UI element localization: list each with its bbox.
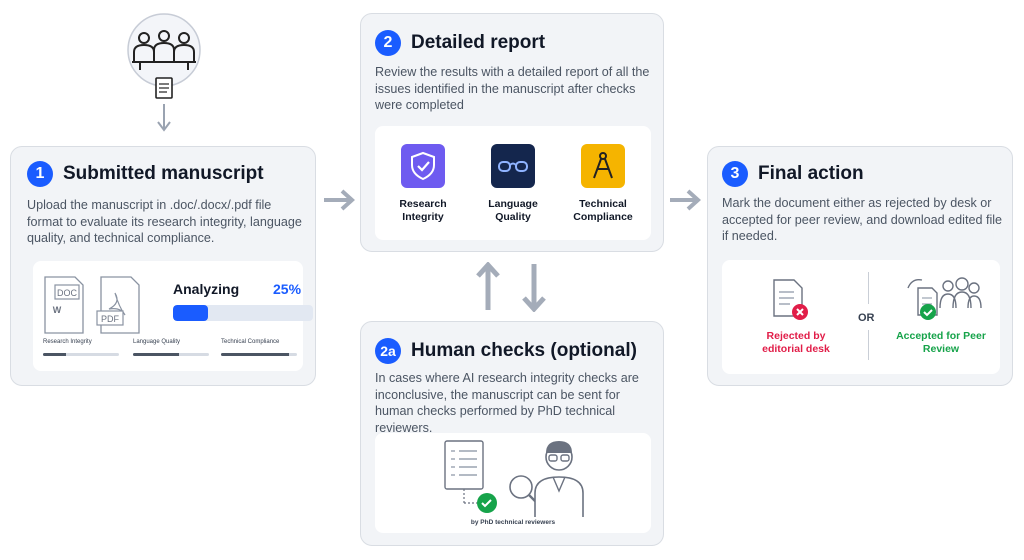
file-formats-icon: DOC W PDF: [44, 276, 140, 334]
feature-label: Language Quality: [488, 198, 538, 223]
outcome-panel: Rejected by editorial desk OR Accepted f…: [722, 260, 1000, 374]
check-bar: [43, 353, 119, 356]
step-title: Detailed report: [411, 32, 546, 53]
step-description: Upload the manuscript in .doc/.docx/.pdf…: [27, 198, 302, 245]
progress-bar: [173, 305, 313, 321]
step-title: Final action: [758, 163, 864, 184]
step-title: Human checks (optional): [411, 340, 637, 361]
progress-bar-fill: [173, 305, 208, 321]
shield-check-icon: [401, 144, 445, 188]
rejected-label: Rejected by editorial desk: [762, 330, 830, 355]
step3-header: 3 Final action: [722, 161, 864, 187]
progress-percent: 25%: [273, 281, 302, 297]
or-divider-top: [868, 272, 869, 304]
feature-technical-compliance: Technical Compliance: [563, 144, 643, 224]
glasses-icon: [491, 144, 535, 188]
or-divider-bottom: [868, 330, 869, 360]
check-label: Technical Compliance: [221, 339, 280, 345]
feature-label: Research Integrity: [399, 198, 447, 223]
step-description: In cases where AI research integrity che…: [375, 371, 639, 435]
step-number-badge: 3: [722, 161, 748, 187]
detailed-report-card: 2 Detailed report Review the results wit…: [360, 13, 664, 252]
step2-header: 2 Detailed report: [375, 30, 545, 56]
step-number-badge: 2: [375, 30, 401, 56]
step-description: Review the results with a detailed repor…: [375, 65, 650, 112]
or-separator: OR: [858, 312, 875, 324]
check-bar-fill: [221, 353, 290, 356]
step-description: Mark the document either as rejected by …: [722, 196, 1003, 243]
check-label: Research Integrity: [43, 339, 92, 345]
arrow-down-to-step2a: [522, 264, 546, 312]
check-label: Language Quality: [133, 339, 181, 345]
check-language-quality: Language Quality: [133, 339, 209, 356]
final-action-card: 3 Final action Mark the document either …: [707, 146, 1013, 386]
check-technical-compliance: Technical Compliance: [221, 339, 297, 356]
analysis-panel: DOC W PDF Analyzing 25% Research Integri…: [33, 261, 313, 371]
feature-label: Technical Compliance: [573, 198, 633, 223]
phd-reviewer-icon: [444, 440, 584, 517]
human-checks-card: 2a Human checks (optional) In cases wher…: [360, 321, 664, 546]
check-bar: [221, 353, 297, 356]
feature-language-quality: Language Quality: [473, 144, 553, 224]
arrow-step1-to-step2: [324, 189, 355, 211]
step2a-header: 2a Human checks (optional): [375, 338, 637, 364]
reviewer-panel: by PhD technical reviewers: [375, 433, 651, 533]
step-number-badge: 1: [27, 161, 53, 187]
accepted-reviewers-icon: [907, 277, 982, 320]
arrow-up-to-step2: [476, 262, 500, 310]
rejected-document-icon: [773, 279, 808, 320]
step1-header: 1 Submitted manuscript: [27, 161, 264, 187]
doc-file-label: DOC: [57, 288, 78, 298]
step-title: Submitted manuscript: [63, 163, 264, 184]
check-research-integrity: Research Integrity: [43, 339, 119, 356]
arrow-step2-to-step3: [670, 189, 701, 211]
pdf-file-label: PDF: [101, 314, 120, 324]
compass-icon: [581, 144, 625, 188]
word-file-label: W: [53, 305, 62, 315]
editorial-team-icon: [127, 13, 201, 132]
check-bar: [133, 353, 209, 356]
check-bar-fill: [43, 353, 66, 356]
check-bar-fill: [133, 353, 179, 356]
feature-research-integrity: Research Integrity: [383, 144, 463, 224]
report-features-panel: Research Integrity Language Quality Tech…: [375, 126, 651, 240]
step-number-badge: 2a: [375, 338, 401, 364]
accepted-label: Accepted for Peer Review: [896, 330, 986, 355]
submitted-manuscript-card: 1 Submitted manuscript Upload the manusc…: [10, 146, 316, 386]
analyzing-status: Analyzing: [173, 281, 240, 297]
reviewer-caption: by PhD technical reviewers: [470, 519, 556, 526]
